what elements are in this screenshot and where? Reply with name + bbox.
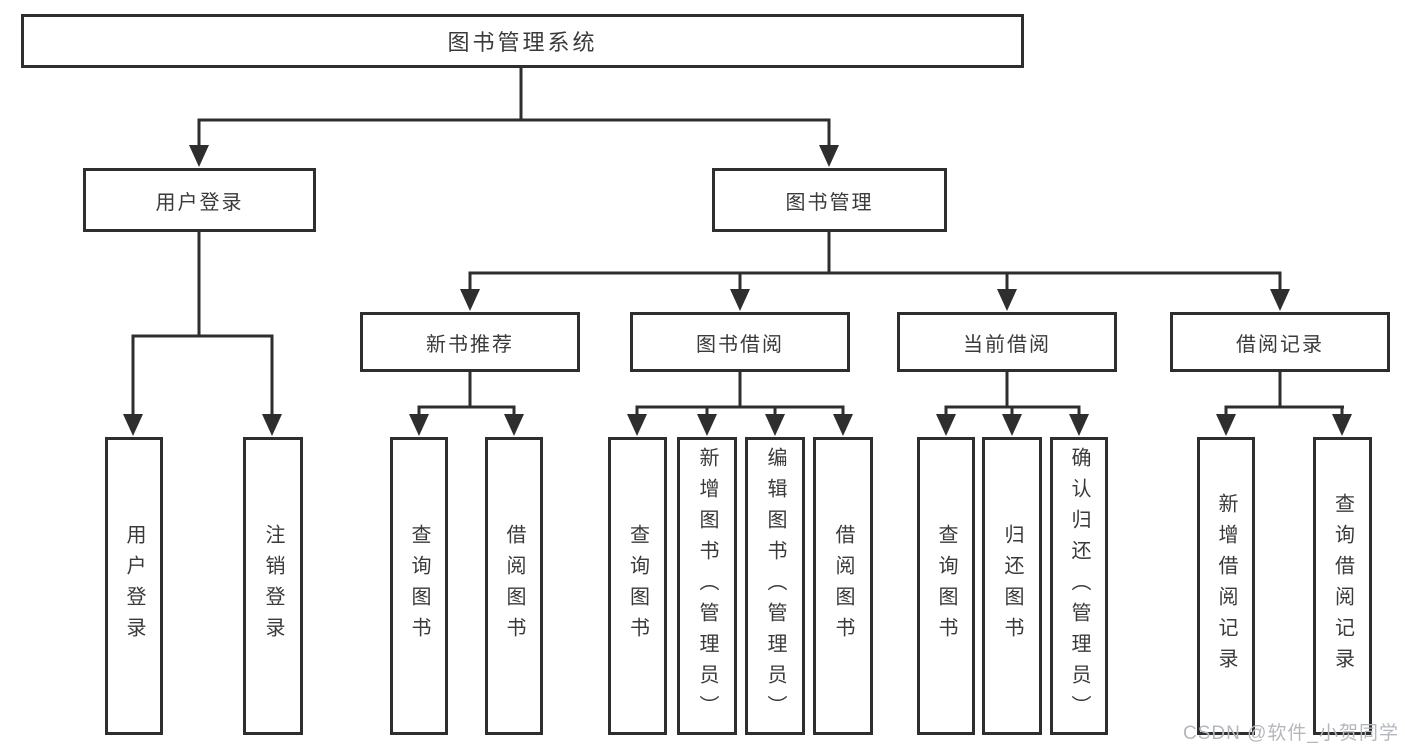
node-label: 图书管理 xyxy=(785,191,874,214)
node-label: 借阅图书 xyxy=(503,524,525,648)
csdn-watermark: CSDN @软件_小贺同学 xyxy=(1183,723,1399,744)
node-label: 用户登录 xyxy=(155,191,244,214)
node-root-label: 图书管理系统 xyxy=(447,30,598,55)
node-root-system: 图书管理系统 xyxy=(21,14,1024,68)
node-leaf-edit-books-admin: 编辑图书（管理员） xyxy=(745,437,805,735)
node-new-book-recommend: 新书推荐 xyxy=(360,312,580,372)
node-leaf-confirm-return-admin: 确认归还（管理员） xyxy=(1050,437,1108,735)
node-leaf-logout: 注销登录 xyxy=(243,437,303,735)
node-user-login-branch: 用户登录 xyxy=(83,168,316,232)
node-leaf-query-borrow-record: 查询借阅记录 xyxy=(1313,437,1372,735)
node-leaf-return-books: 归还图书 xyxy=(982,437,1042,735)
node-book-management-branch: 图书管理 xyxy=(712,168,947,232)
node-label: 编辑图书（管理员） xyxy=(764,446,786,726)
node-label: 当前借阅 xyxy=(963,333,1051,356)
node-label: 查询图书 xyxy=(935,524,957,648)
node-label: 查询借阅记录 xyxy=(1331,493,1354,679)
node-label: 用户登录 xyxy=(123,524,145,648)
node-label: 查询图书 xyxy=(408,524,430,648)
node-current-borrowing: 当前借阅 xyxy=(897,312,1117,372)
node-book-borrowing: 图书借阅 xyxy=(630,312,850,372)
node-label: 注销登录 xyxy=(262,524,284,648)
node-label: 归还图书 xyxy=(1001,524,1023,648)
node-leaf-borrow-books-2: 借阅图书 xyxy=(813,437,873,735)
node-leaf-add-books-admin: 新增图书（管理员） xyxy=(677,437,737,735)
node-label: 借阅记录 xyxy=(1236,333,1324,356)
node-label: 新增借阅记录 xyxy=(1215,493,1237,679)
node-label: 借阅图书 xyxy=(832,524,854,648)
node-leaf-query-books-3: 查询图书 xyxy=(917,437,975,735)
node-leaf-borrow-books-1: 借阅图书 xyxy=(485,437,543,735)
node-leaf-query-books-2: 查询图书 xyxy=(608,437,667,735)
node-borrowing-records: 借阅记录 xyxy=(1170,312,1390,372)
node-leaf-user-login: 用户登录 xyxy=(105,437,163,735)
node-leaf-add-borrow-record: 新增借阅记录 xyxy=(1197,437,1255,735)
node-label: 新增图书（管理员） xyxy=(696,446,718,726)
node-leaf-query-books-1: 查询图书 xyxy=(390,437,448,735)
node-label: 确认归还（管理员） xyxy=(1068,446,1090,726)
node-label: 新书推荐 xyxy=(426,333,514,356)
node-label: 图书借阅 xyxy=(696,333,784,356)
node-label: 查询图书 xyxy=(626,524,649,648)
